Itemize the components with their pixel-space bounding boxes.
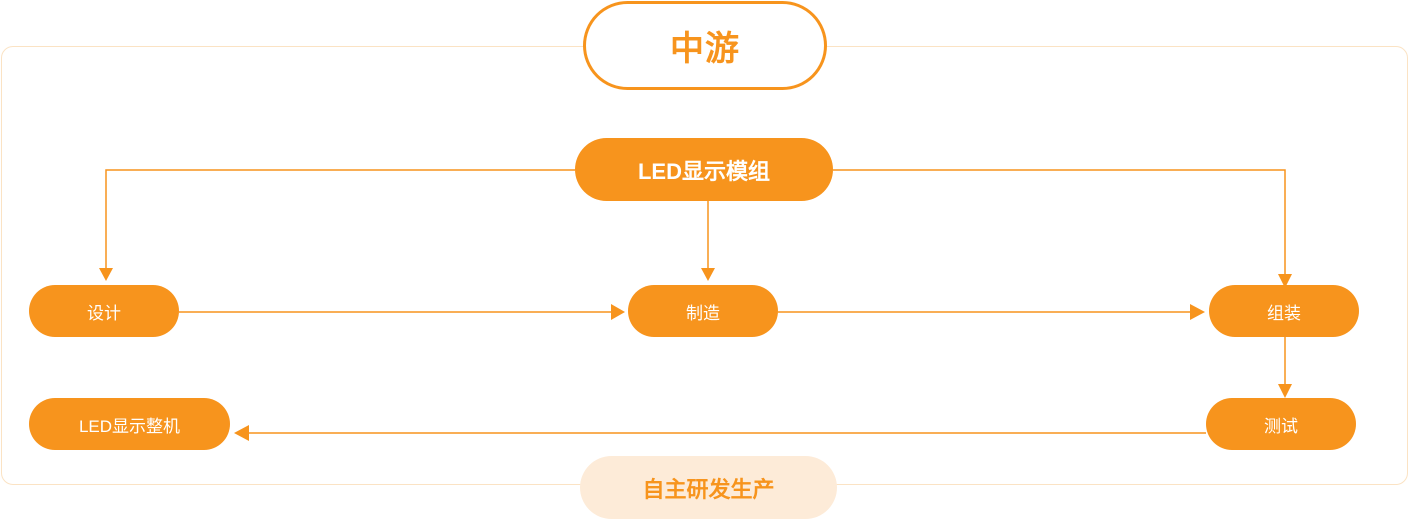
arrowhead-assembly-left <box>1190 304 1205 320</box>
arrowhead-product <box>234 425 249 441</box>
arrowhead-test <box>1278 384 1292 398</box>
step-assembly: 组装 <box>1209 285 1359 337</box>
arrowhead-manufacture-left <box>611 304 625 320</box>
arrowhead-design <box>99 268 113 281</box>
step-manufacture: 制造 <box>628 285 778 337</box>
connector-module-to-design <box>105 169 575 270</box>
step-design: 设计 <box>29 285 179 337</box>
connector-module-to-assembly <box>833 169 1286 276</box>
footer-label: 自主研发生产 <box>580 456 837 519</box>
page-title: 中游 <box>583 1 827 90</box>
arrowhead-assembly <box>1278 274 1292 288</box>
step-led-display-product: LED显示整机 <box>29 398 230 450</box>
step-test: 测试 <box>1206 398 1356 450</box>
led-display-module-node: LED显示模组 <box>575 138 833 201</box>
arrowhead-manufacture <box>701 268 715 281</box>
